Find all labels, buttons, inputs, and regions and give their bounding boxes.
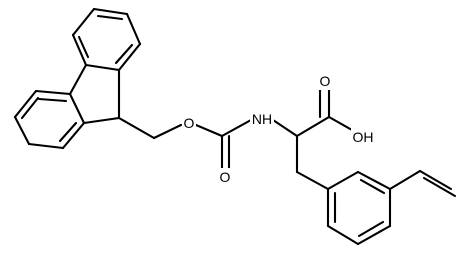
fluorene-group — [13, 7, 142, 150]
amine-nh-label: NH — [252, 111, 272, 127]
bond — [326, 224, 360, 246]
bond — [96, 14, 124, 21]
bond — [271, 118, 299, 138]
bond — [71, 7, 96, 37]
acid-carbonyl-oxygen-label: O — [320, 73, 331, 89]
bond — [117, 116, 156, 140]
bond — [422, 176, 457, 198]
bond — [418, 169, 453, 191]
bond — [117, 42, 142, 72]
bond — [27, 142, 65, 150]
bond — [68, 92, 86, 125]
bond — [356, 170, 392, 191]
bond — [61, 121, 86, 150]
bond — [327, 115, 354, 132]
bond — [92, 7, 129, 16]
carbamate-linker — [117, 116, 299, 170]
vinylphenyl-group — [326, 169, 457, 246]
bond — [82, 116, 121, 125]
bond — [68, 63, 88, 96]
bond — [326, 170, 360, 191]
bond — [13, 89, 38, 119]
bond — [295, 170, 330, 191]
hydroxyl-label: OH — [353, 129, 374, 145]
bond — [194, 123, 224, 138]
bond — [13, 115, 31, 146]
bond — [356, 224, 392, 246]
bond — [84, 63, 121, 72]
bond — [20, 96, 40, 120]
bond — [114, 43, 134, 65]
bond — [125, 12, 142, 46]
amino-acid-backbone — [295, 88, 354, 191]
bond — [77, 35, 90, 59]
bond — [295, 115, 331, 138]
bond — [388, 169, 422, 191]
bond — [71, 33, 88, 67]
bond — [34, 89, 72, 96]
bond — [357, 220, 385, 238]
carbonyl-oxygen-label: O — [220, 169, 231, 185]
ether-oxygen-label: O — [184, 115, 195, 131]
bond — [359, 178, 386, 195]
atom-labels: O O NH O OH — [182, 72, 375, 186]
bond — [58, 121, 78, 143]
bond — [152, 123, 183, 140]
bond — [220, 118, 253, 138]
bond — [37, 97, 68, 103]
